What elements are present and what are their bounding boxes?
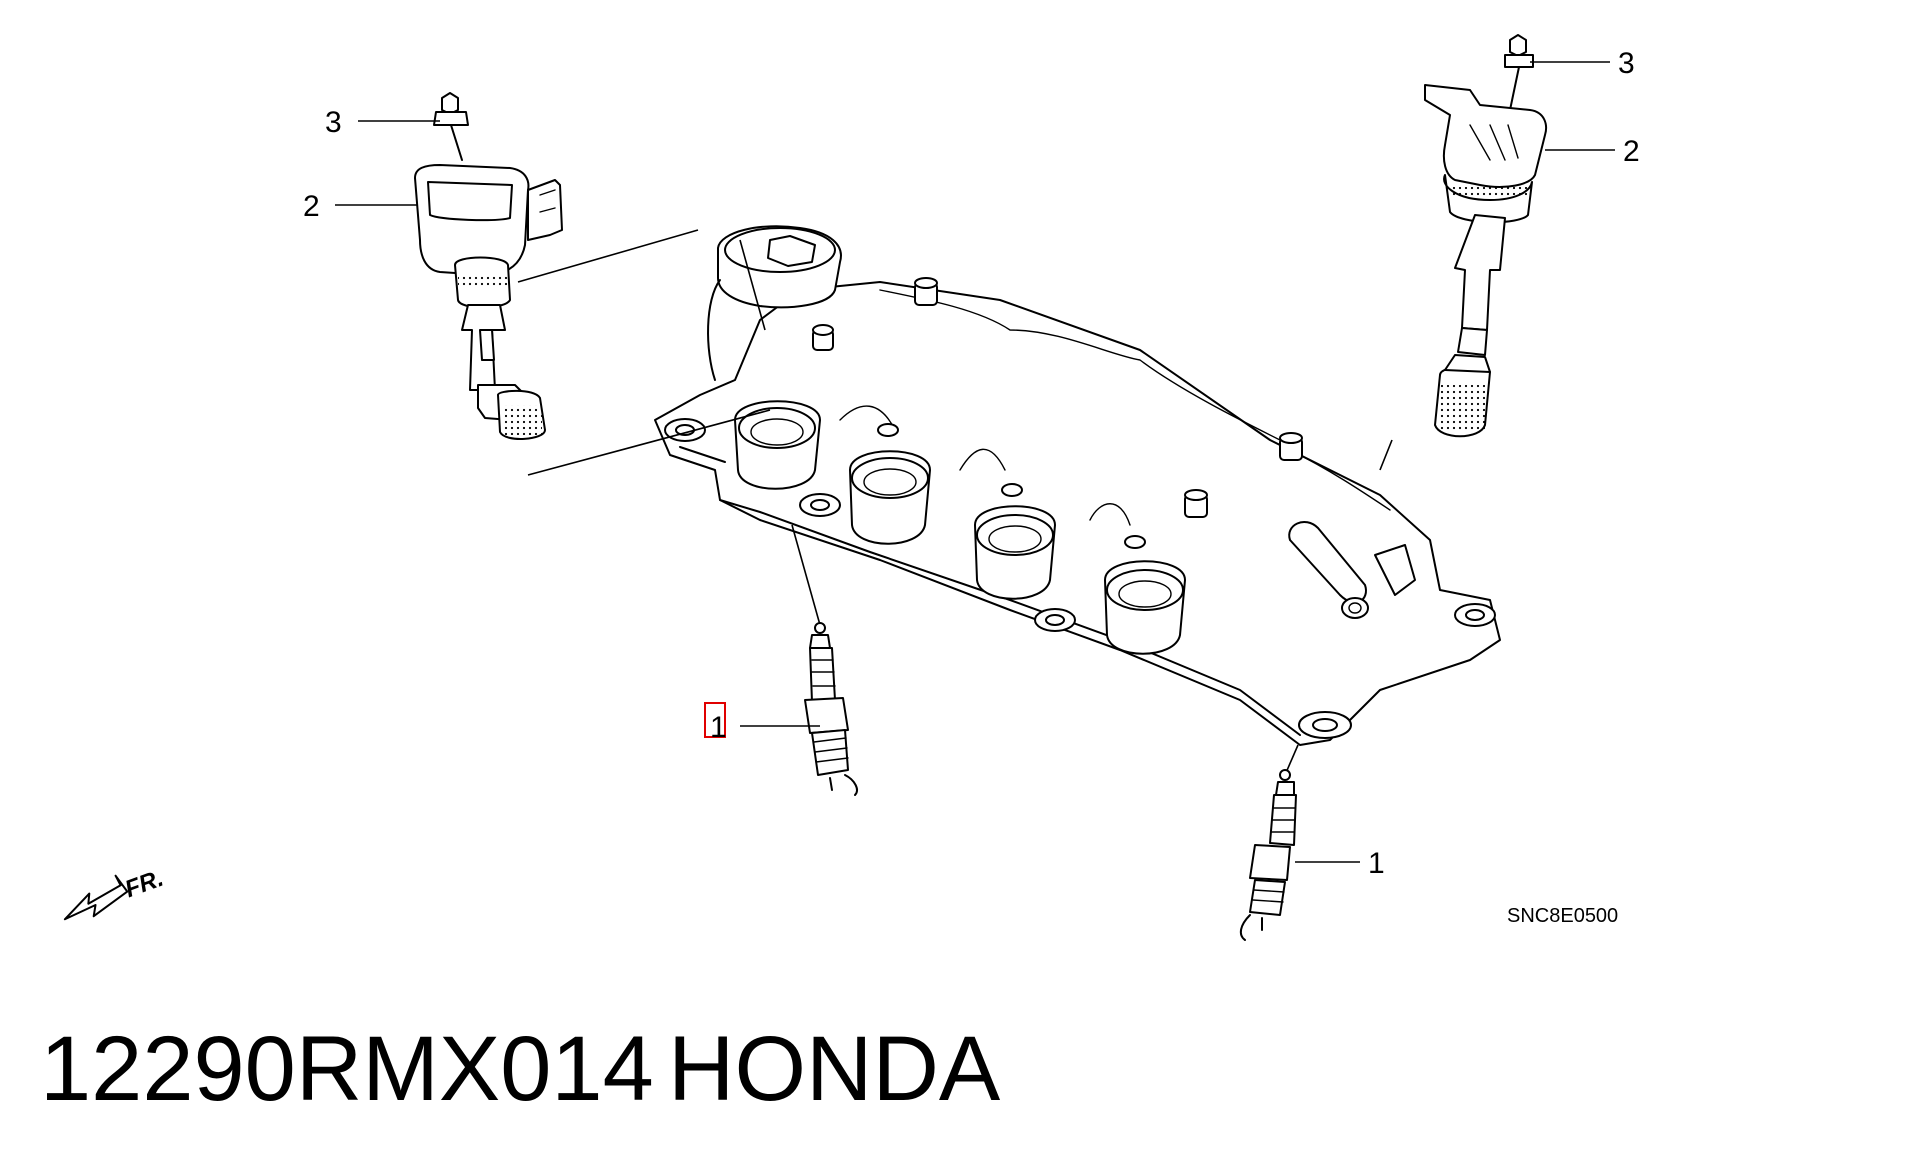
callout-spark-plug-left[interactable]: 1 <box>710 711 727 744</box>
front-direction-arrow: FR. <box>63 865 167 921</box>
ignition-coil-right <box>1424 34 1548 438</box>
assembly-lines <box>517 229 1393 776</box>
spark-plug-right <box>1239 769 1297 941</box>
callout-bolt-right: 3 <box>1618 47 1635 80</box>
coil-wells <box>734 400 1186 655</box>
breather-nipple <box>1288 521 1416 619</box>
callout-ignition-coil-right: 2 <box>1623 135 1640 168</box>
callout-highlight-box <box>704 702 726 738</box>
callout-leaders <box>335 61 1615 863</box>
oil-filler-cap <box>707 225 842 381</box>
diagram-reference-code: SNC8E0500 <box>1507 905 1618 927</box>
front-direction-label: FR. <box>121 865 167 904</box>
bolt-boss <box>812 277 1303 518</box>
flange-holes <box>664 418 1496 739</box>
callout-ignition-coil-left: 2 <box>303 190 320 223</box>
ignition-coil-left <box>414 92 563 440</box>
spark-plug-left <box>804 622 858 796</box>
part-number-caption: 12290RMX014 <box>40 1018 654 1120</box>
callout-spark-plug-right: 1 <box>1368 847 1385 880</box>
head-cover <box>654 225 1501 746</box>
brand-caption: HONDA <box>668 1018 1001 1120</box>
callout-bolt-left: 3 <box>325 106 342 139</box>
